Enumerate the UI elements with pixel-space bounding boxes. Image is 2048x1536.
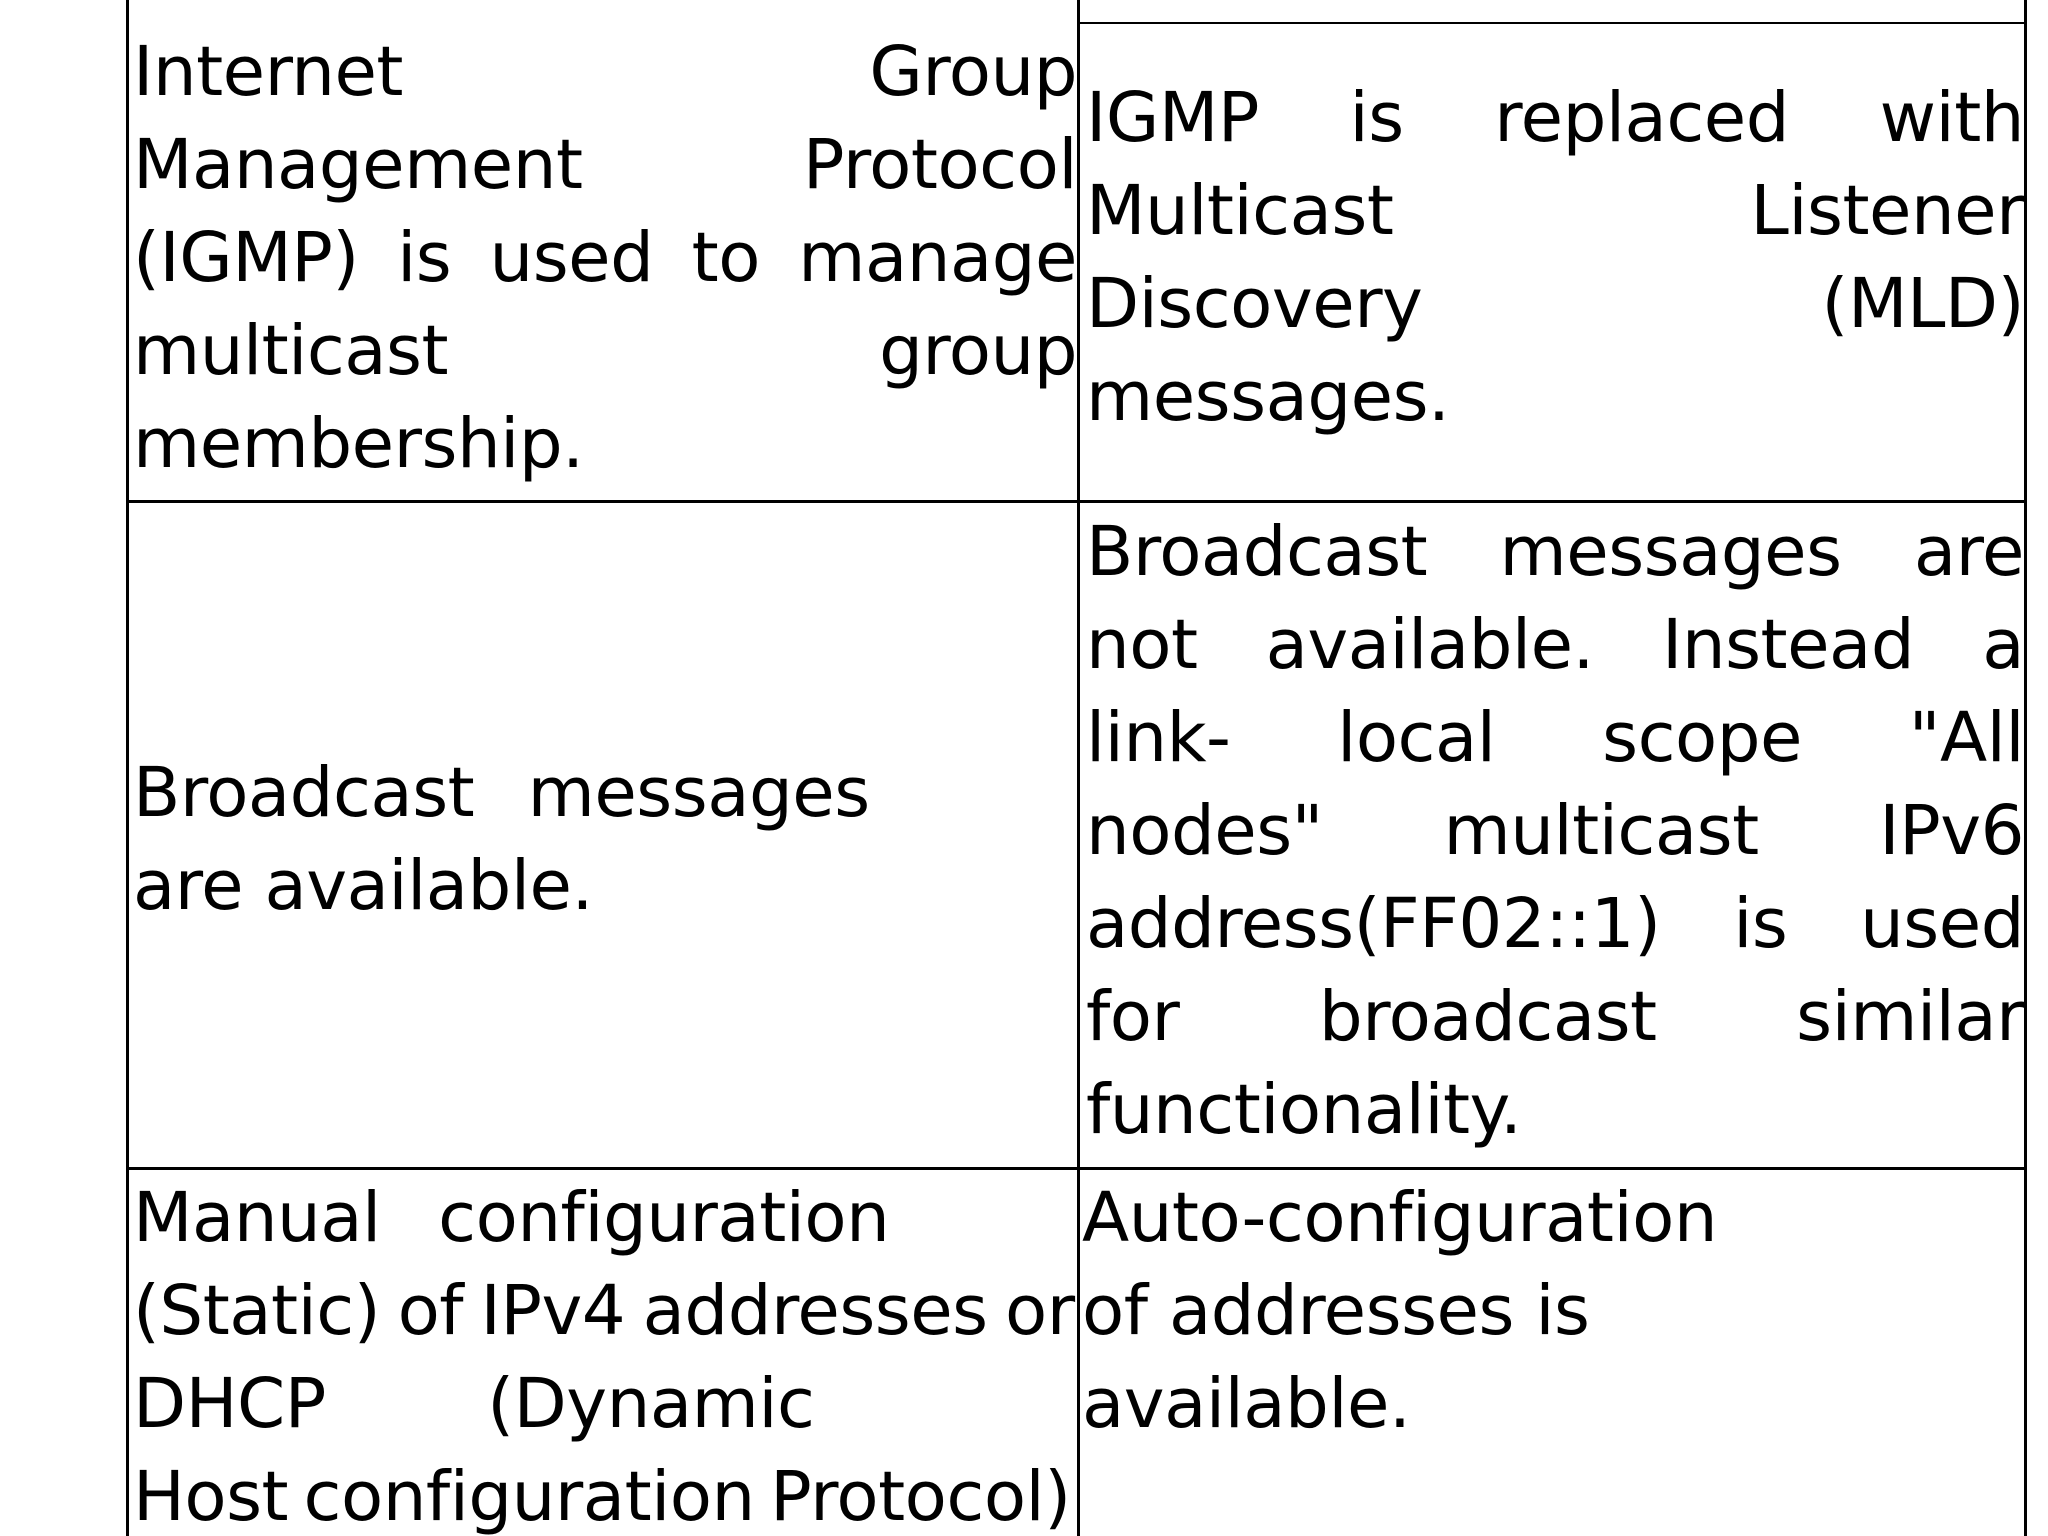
cell-line: DHCP (Dynamic — [133, 1364, 815, 1444]
cell-line: link- local scope "All — [1086, 698, 2025, 778]
cell-line: (IGMP) is used to manage — [133, 218, 1078, 298]
cell-line: Manual configuration — [133, 1178, 890, 1258]
cell-line: membership. — [133, 404, 584, 484]
table-cell-ipv4-address-config: Manual configuration (Static) of IPv4 ad… — [133, 1172, 1077, 1536]
table-cell-ipv6-address-config: Auto-configuration of addresses is avail… — [1082, 1172, 2024, 1451]
cell-line: nodes" multicast IPv6 — [1086, 791, 2025, 871]
cell-line: IGMP is replaced with — [1086, 78, 2025, 158]
cell-line: Auto-configuration — [1082, 1178, 1718, 1258]
cell-line: of addresses is — [1082, 1271, 1590, 1351]
cell-line: multicast group — [133, 311, 1078, 391]
cell-line: Internet Group — [133, 32, 1078, 112]
cell-line: (Static) of IPv4 addresses or — [133, 1271, 1075, 1351]
cell-line: functionality. — [1086, 1070, 1522, 1150]
cell-line: available. — [1082, 1364, 1411, 1444]
cell-line: Broadcast messages — [133, 753, 870, 833]
table-border-left — [126, 0, 129, 1536]
table-top-rule-right — [1080, 22, 2024, 24]
table-cell-ipv6-mld: IGMP is replaced with Multicast Listener… — [1086, 72, 2025, 444]
table-cell-ipv6-broadcast: Broadcast messages are not available. In… — [1086, 506, 2025, 1157]
table-border-right — [2024, 0, 2027, 1536]
table-cell-ipv4-broadcast: Broadcast messages are available. — [133, 747, 893, 933]
cell-line: Discovery (MLD) messages. — [1086, 264, 2025, 437]
cell-line: not available. Instead a — [1086, 605, 2025, 685]
table-row-divider-1 — [126, 500, 2027, 503]
cell-line: address(FF02::1) is used — [1086, 884, 2025, 964]
cell-line: Broadcast messages are — [1086, 512, 2025, 592]
cell-line: Management Protocol — [133, 125, 1078, 205]
cell-line: Multicast Listener — [1086, 171, 2025, 251]
cell-line: Host configuration Protocol) — [133, 1457, 1071, 1536]
table-cell-ipv4-igmp: Internet Group Management Protocol (IGMP… — [133, 26, 1078, 491]
cell-line: are available. — [133, 846, 593, 926]
cell-line: for broadcast similar — [1086, 977, 2025, 1057]
table-row-divider-2 — [126, 1167, 2027, 1170]
table-column-divider — [1077, 0, 1080, 1536]
